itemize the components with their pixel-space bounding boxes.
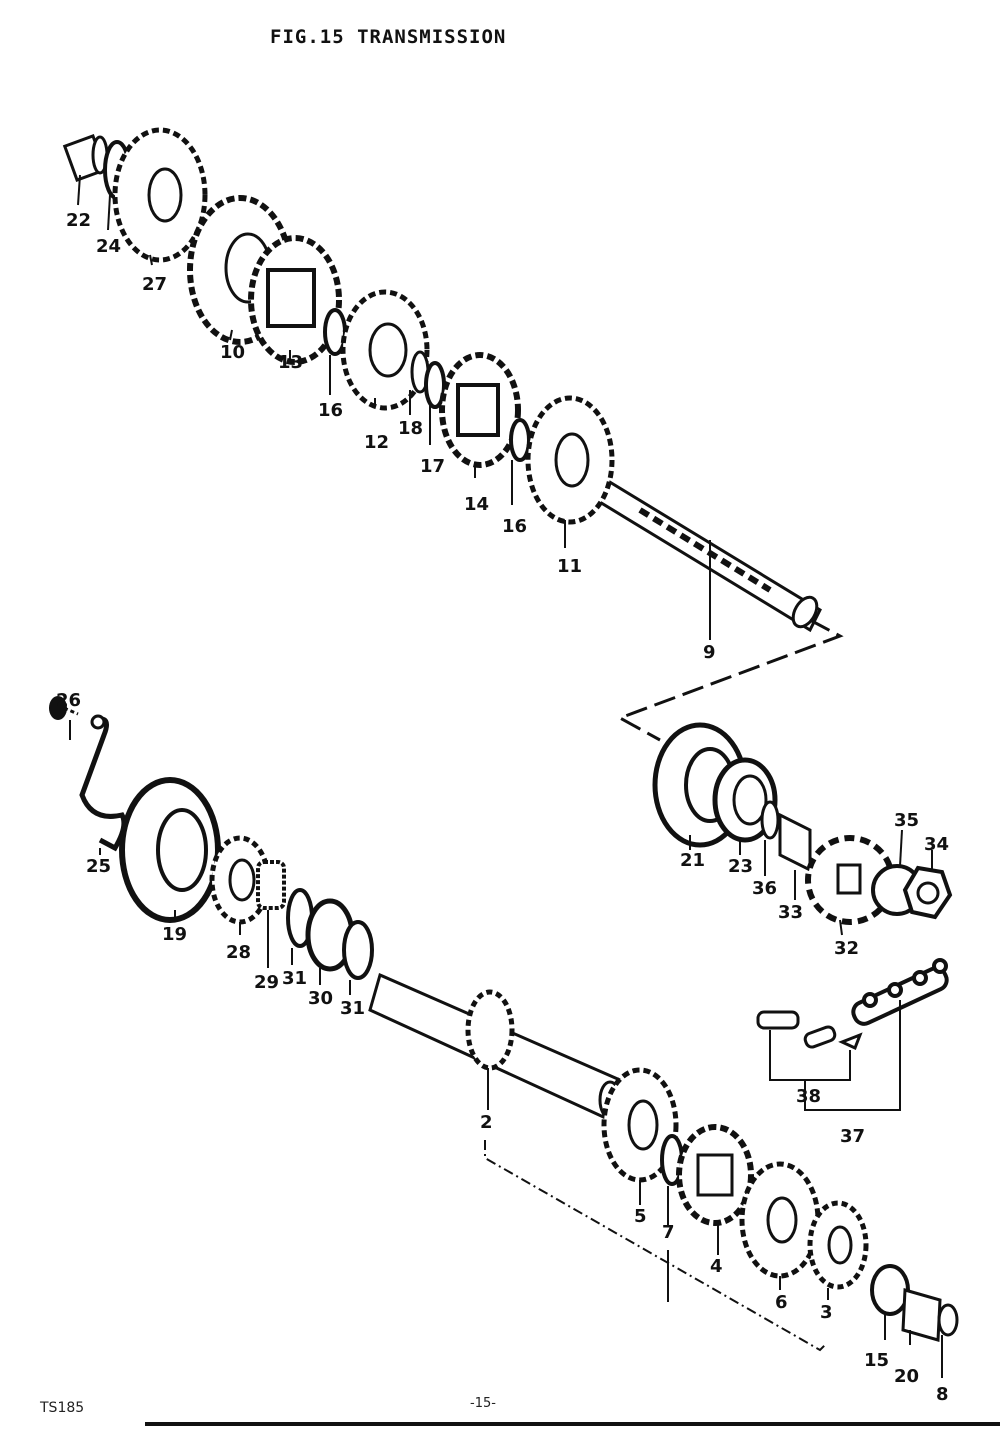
- part-37-drive-chain: [851, 958, 949, 1026]
- part-13-gear: [248, 235, 342, 365]
- callout-30: 30: [308, 988, 333, 1009]
- callout-10: 10: [220, 342, 245, 363]
- callout-12: 12: [364, 432, 389, 453]
- callout-34: 34: [924, 834, 949, 855]
- part-20-bushing: [901, 1288, 942, 1342]
- callout-2: 2: [480, 1112, 493, 1133]
- part-27-gear: [112, 127, 208, 263]
- mainshaft-assembly: [49, 696, 959, 1378]
- callout-35: 35: [894, 810, 919, 831]
- callout-16-b: 16: [502, 516, 527, 537]
- gear-group-bracket: [484, 1140, 826, 1352]
- part-16-washer: [323, 308, 347, 356]
- callout-9: 9: [703, 642, 716, 663]
- callout-31-b: 31: [340, 998, 365, 1019]
- callout-18: 18: [398, 418, 423, 439]
- callout-33: 33: [778, 902, 803, 923]
- part-36-oring: [760, 800, 780, 840]
- part-25-bearing-retainer: [79, 716, 127, 852]
- part-38-chain-joint: [756, 1010, 863, 1051]
- callout-29: 29: [254, 972, 279, 993]
- callout-26: 26: [56, 690, 81, 711]
- callout-28: 28: [226, 942, 251, 963]
- callout-19: 19: [162, 924, 187, 945]
- part-6-gear: [739, 1161, 821, 1279]
- model-code: TS185: [40, 1400, 85, 1416]
- figure-title: FIG.15 TRANSMISSION: [270, 26, 507, 48]
- part-14-gear: [439, 352, 521, 468]
- part-3-gear: [807, 1200, 869, 1290]
- callout-37: 37: [840, 1126, 865, 1147]
- callout-labels: 22 24 27 10 13 16 12 18 17 14 16 11 9 26…: [56, 210, 949, 1405]
- callout-13: 13: [278, 352, 303, 373]
- callout-3: 3: [820, 1302, 833, 1323]
- part-29-needle-bearing: [256, 860, 286, 910]
- callout-6: 6: [775, 1292, 788, 1313]
- part-8-circlip: [937, 1303, 959, 1337]
- callout-31: 31: [282, 968, 307, 989]
- footer-rule: [145, 1422, 1000, 1426]
- page-number: -15-: [470, 1396, 496, 1411]
- part-2-mainshaft-gear: [465, 989, 515, 1071]
- callout-20: 20: [894, 1366, 919, 1387]
- callout-23: 23: [728, 856, 753, 877]
- drive-sprocket-assembly: [652, 722, 953, 1111]
- callout-5: 5: [634, 1206, 647, 1227]
- callout-38: 38: [796, 1086, 821, 1107]
- callout-25: 25: [86, 856, 111, 877]
- part-32-sprocket: [805, 835, 895, 925]
- callout-16: 16: [318, 400, 343, 421]
- callout-36: 36: [752, 878, 777, 899]
- callout-32: 32: [834, 938, 859, 959]
- part-22-bearing-cap: [62, 134, 109, 182]
- part-16-washer-b: [509, 418, 531, 462]
- callout-17: 17: [420, 456, 445, 477]
- part-33-spacer: [778, 812, 812, 873]
- callout-27: 27: [142, 274, 167, 295]
- part-31-circlip-b: [342, 920, 374, 980]
- countershaft-assembly: [62, 127, 822, 640]
- callout-15: 15: [864, 1350, 889, 1371]
- callout-7: 7: [662, 1222, 675, 1243]
- callout-24: 24: [96, 236, 121, 257]
- part-11-gear: [525, 395, 615, 525]
- part-12-gear: [340, 289, 430, 411]
- part-4-gear: [676, 1124, 754, 1226]
- callout-22: 22: [66, 210, 91, 231]
- callout-21: 21: [680, 850, 705, 871]
- part-15-washer: [870, 1264, 910, 1316]
- part-26-screw: [49, 696, 79, 720]
- callout-8: 8: [936, 1384, 949, 1405]
- callout-4: 4: [710, 1256, 723, 1277]
- callout-14: 14: [464, 494, 489, 515]
- shaft-connection-line: [616, 618, 844, 742]
- callout-11: 11: [557, 556, 582, 577]
